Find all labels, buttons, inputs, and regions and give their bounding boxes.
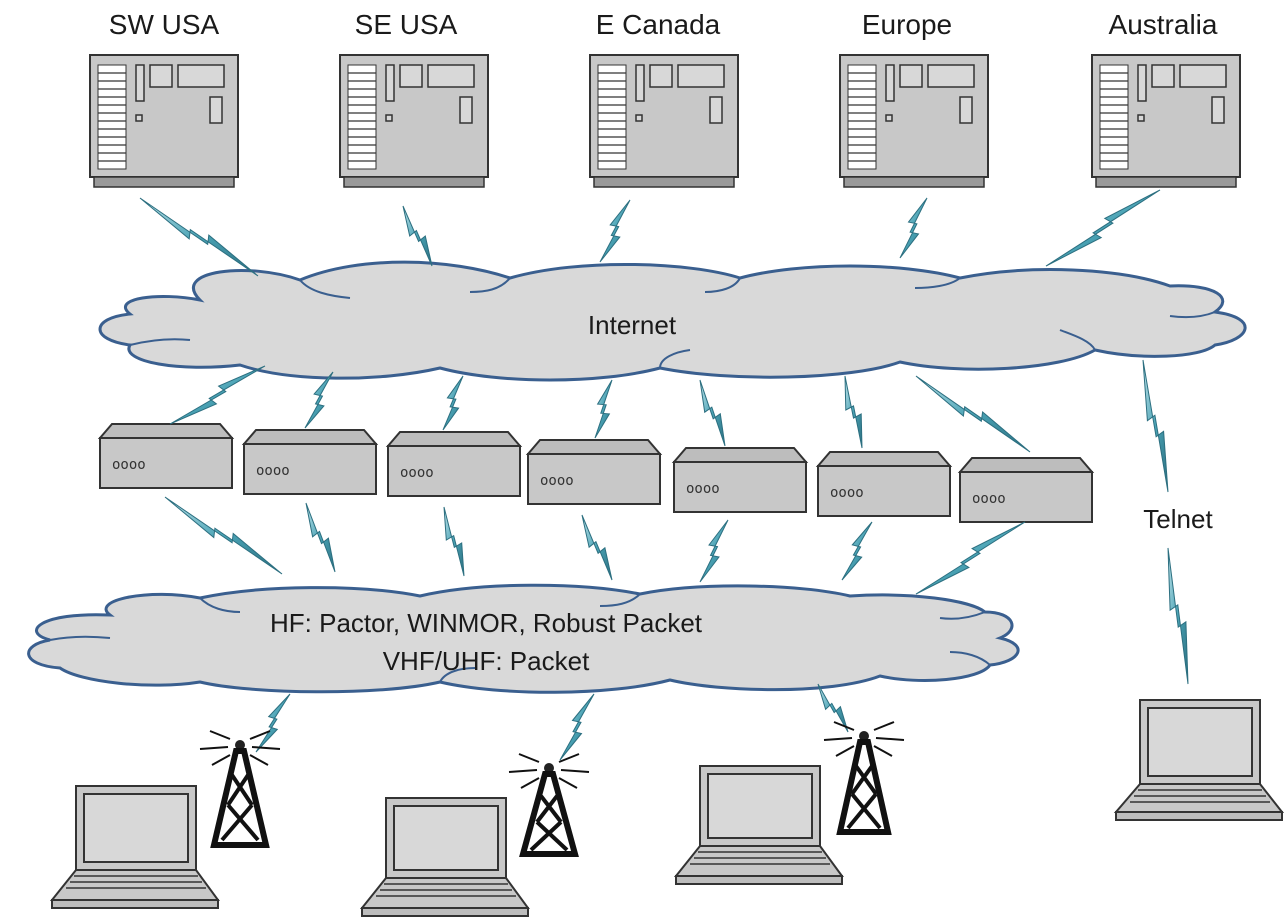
radio-network-cloud: [27, 583, 1020, 694]
wireless-link-icon: [915, 375, 1031, 453]
server-label-europe: Europe: [862, 9, 952, 40]
server-label-se-usa: SE USA: [355, 9, 458, 40]
server-icon: [1091, 54, 1241, 188]
server-label-sw-usa: SW USA: [109, 9, 220, 40]
gateway-led-indicators: oooo: [830, 485, 864, 501]
gateway-led-indicators: oooo: [540, 473, 574, 489]
laptop-icon: [49, 785, 220, 909]
radio-tower-3: [823, 721, 905, 835]
gateway-box-icon: [815, 451, 953, 517]
internet-cloud: [98, 260, 1247, 382]
wireless-link-icon: [304, 371, 334, 429]
gateway-led-indicators: oooo: [400, 465, 434, 481]
gateway-box-icon: [957, 457, 1095, 523]
radio-network-line2: VHF/UHF: Packet: [383, 646, 590, 676]
wireless-link-icon: [1045, 189, 1161, 267]
radio-tower-icon: [199, 730, 281, 848]
gateway-box-icon: [97, 423, 235, 489]
gateway-box-icon: [241, 429, 379, 495]
gateway-box-icon: [525, 439, 663, 505]
gateway-led-indicators: oooo: [112, 457, 146, 473]
server-icon: [89, 54, 239, 188]
laptop-icon: [1113, 699, 1285, 821]
server-icon: [839, 54, 989, 188]
wireless-links: [139, 189, 1189, 761]
wireless-link-icon: [255, 693, 291, 753]
wireless-link-icon: [844, 375, 863, 449]
wireless-link-icon: [139, 197, 259, 277]
server-label-e-canada: E Canada: [596, 9, 721, 40]
wireless-link-icon: [443, 506, 465, 577]
server-icon: [589, 54, 739, 188]
wireless-link-icon: [164, 496, 283, 575]
wireless-link-icon: [402, 205, 433, 267]
gateway-6: oooo: [815, 451, 953, 517]
wireless-link-icon: [699, 379, 726, 447]
server-europe: [839, 54, 989, 188]
wireless-link-icon: [899, 197, 928, 259]
wireless-link-icon: [599, 199, 631, 263]
wireless-link-icon: [1167, 547, 1189, 685]
wireless-link-icon: [594, 379, 613, 439]
laptop-2: [359, 797, 530, 917]
wireless-link-icon: [581, 514, 613, 581]
wireless-link-icon: [699, 519, 729, 583]
laptop-icon: [673, 765, 844, 885]
gateway-1: oooo: [97, 423, 235, 489]
radio-tower-2: [508, 753, 590, 857]
telnet-label: Telnet: [1143, 504, 1213, 534]
gateway-box-icon: [385, 431, 523, 497]
laptop-1: [49, 785, 220, 909]
gateway-4: oooo: [525, 439, 663, 505]
laptop-icon: [359, 797, 530, 917]
wireless-link-icon: [817, 683, 849, 733]
server-australia: [1091, 54, 1241, 188]
wireless-link-icon: [559, 693, 595, 761]
wireless-link-icon: [1142, 359, 1169, 493]
laptop-telnet: [1113, 699, 1285, 821]
server-se-usa: [339, 54, 489, 188]
gateway-5: oooo: [671, 447, 809, 513]
internet-label: Internet: [588, 310, 677, 340]
gateway-2: oooo: [241, 429, 379, 495]
gateway-3: oooo: [385, 431, 523, 497]
wireless-link-icon: [169, 365, 266, 425]
gateway-box-icon: [671, 447, 809, 513]
wireless-link-icon: [442, 375, 464, 431]
radio-tower-icon: [508, 753, 590, 857]
wireless-link-icon: [915, 521, 1026, 595]
laptop-3: [673, 765, 844, 885]
wireless-link-icon: [841, 521, 873, 581]
server-label-australia: Australia: [1109, 9, 1218, 40]
gateway-led-indicators: oooo: [256, 463, 290, 479]
gateway-7: oooo: [957, 457, 1095, 523]
radio-tower-1: [199, 730, 281, 848]
server-sw-usa: [89, 54, 239, 188]
radio-network-line1: HF: Pactor, WINMOR, Robust Packet: [270, 608, 703, 638]
wireless-link-icon: [305, 502, 336, 573]
radio-tower-icon: [823, 721, 905, 835]
server-icon: [339, 54, 489, 188]
gateway-led-indicators: oooo: [972, 491, 1006, 507]
server-e-canada: [589, 54, 739, 188]
gateway-led-indicators: oooo: [686, 481, 720, 497]
